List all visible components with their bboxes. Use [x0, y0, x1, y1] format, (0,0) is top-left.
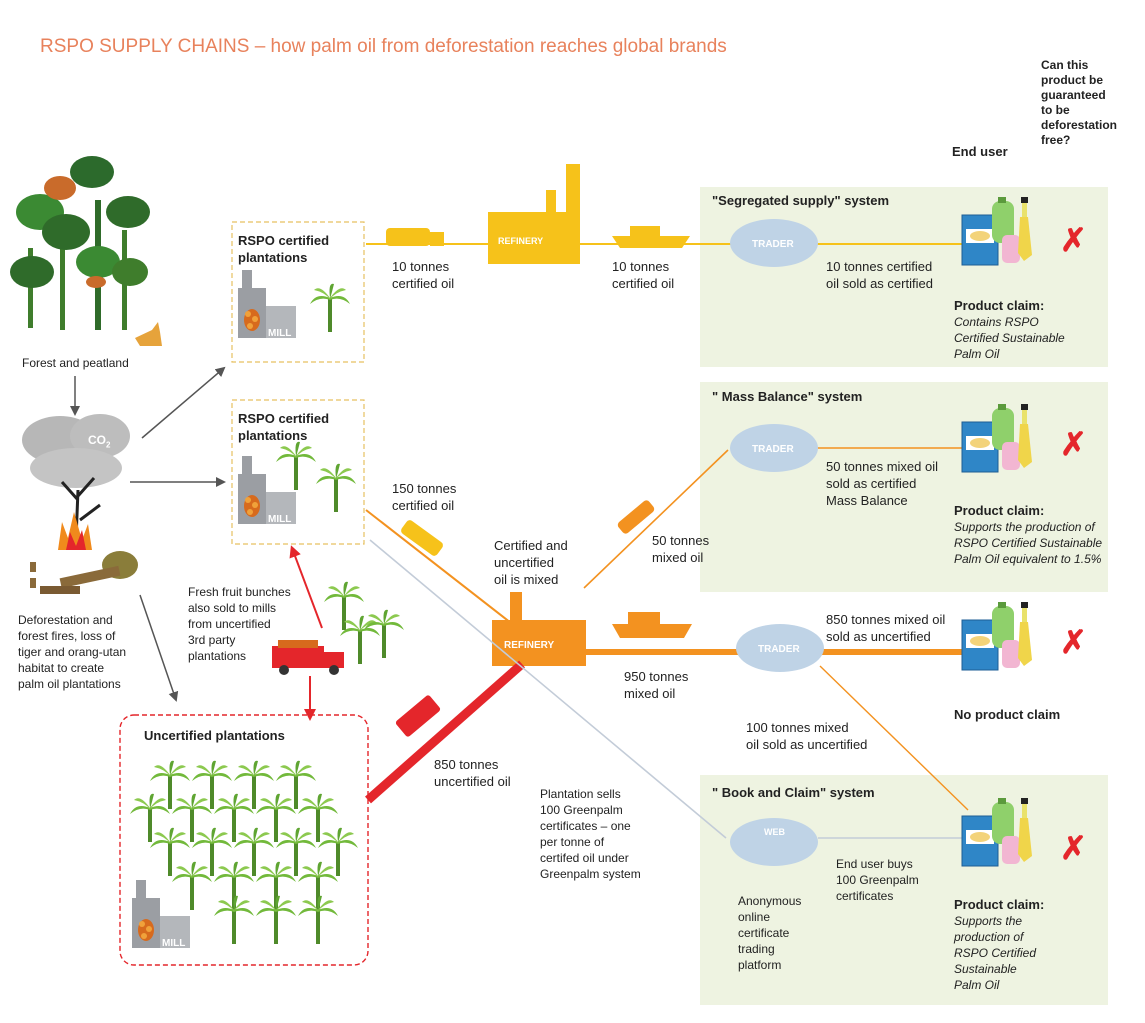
red-truck-icon: [395, 695, 441, 737]
seg-flow-label-b: 10 tonnes certified oil: [612, 259, 675, 291]
cert-plantation-box-1: [231, 221, 365, 363]
mass-balance-panel: [700, 382, 1108, 592]
claim-none: No product claim: [954, 707, 1061, 722]
uncert-850-label: 850 tonnes uncertified oil: [434, 757, 511, 789]
greenpalm-flow-line: [369, 539, 727, 839]
co2-label: CO2: [88, 433, 111, 450]
seg-flow-label-a: 10 tonnes certified oil: [392, 259, 455, 291]
logs-illustration: [30, 551, 138, 594]
claim-book-claim: Supports the production of RSPO Certifie…: [954, 914, 1037, 992]
mill-label: MILL: [268, 328, 292, 339]
uncertified-plantation-box: [119, 714, 369, 966]
co2-cloud: [22, 414, 130, 488]
system-title-mass-balance: " Mass Balance" system: [712, 389, 863, 404]
mixed-50-flow-line: [583, 449, 729, 589]
mixed-note-label: Certified and uncertified oil is mixed: [494, 538, 568, 587]
refinery-yellow: [488, 164, 580, 264]
refinery-label-orange: REFINERY: [504, 640, 555, 651]
palm-tree-icon: [316, 463, 356, 512]
palm-tree-icon: [364, 609, 404, 658]
claim-segregated: Contains RSPO Certified Sustainable Palm…: [954, 315, 1065, 361]
arrow-to-cert-1: [141, 366, 226, 439]
segregated-panel: [700, 187, 1108, 367]
burnt-trees: [58, 477, 101, 550]
trader-label: TRADER: [758, 644, 800, 655]
system-title-segregated: "Segregated supply" system: [712, 193, 890, 208]
cert-150-flow-line: [365, 509, 521, 631]
refinery-label-yellow: REFINERY: [498, 236, 544, 246]
cert-plantation-label-1: RSPO certified plantations: [238, 233, 330, 265]
uncert-850-flow-line: [365, 660, 525, 804]
orange-ship-icon: [612, 612, 692, 638]
mixed-50-label: 50 tonnes mixed oil: [652, 533, 710, 565]
end-user-label: End user: [952, 144, 1008, 159]
forest-illustration: [10, 156, 162, 346]
trader-label: TRADER: [752, 239, 794, 250]
system-title-book-claim: " Book and Claim" system: [712, 785, 875, 800]
claim-heading: Product claim:: [954, 298, 1045, 313]
question-text: Can this product be guaranteed to be def…: [1041, 58, 1118, 147]
product-uncertified: [961, 601, 1033, 671]
cert-plantation-box-2: [231, 399, 365, 545]
yellow-truck-icon: [386, 228, 444, 246]
seg-flow-label-c: 10 tonnes certified oil sold as certifie…: [826, 259, 933, 291]
greenpalm-label: Plantation sells 100 Greenpalm certifica…: [540, 787, 641, 881]
mill-label: MILL: [162, 938, 186, 949]
fruit-truck-icon: [272, 640, 344, 675]
arrow-to-uncertified: [139, 594, 179, 702]
cross-icon: ✗: [1060, 222, 1087, 258]
mass-balance-sold-label: 50 tonnes mixed oil sold as certified Ma…: [826, 459, 939, 508]
uncert-sold-100-label: 100 tonnes mixed oil sold as uncertified: [746, 720, 868, 752]
uncert-100-flow-line: [819, 665, 969, 811]
claim-heading: Product claim:: [954, 503, 1045, 518]
trader-label: TRADER: [752, 444, 794, 455]
fresh-fruit-label: Fresh fruit bunches also sold to mills f…: [188, 585, 291, 663]
arrow-fruit-to-mill: [289, 545, 323, 629]
cross-icon: ✗: [1060, 624, 1087, 660]
anon-platform-label: Anonymous online certificate trading pla…: [738, 894, 802, 972]
yellow-ship-icon: [612, 226, 690, 248]
forest-label: Forest and peatland: [22, 356, 129, 370]
yellow-truck-icon: [401, 520, 443, 556]
end-user-buys-label: End user buys 100 Greenpalm certificates: [836, 857, 919, 903]
cert-plantation-label-2: RSPO certified plantations: [238, 411, 330, 443]
orange-truck-icon: [617, 500, 655, 534]
claim-heading: Product claim:: [954, 897, 1045, 912]
cert-150-label: 150 tonnes certified oil: [392, 481, 457, 513]
mill-label: MILL: [268, 514, 292, 525]
book-claim-panel: [700, 775, 1108, 1005]
platform-label: WEB: [764, 827, 785, 837]
page-title: RSPO SUPPLY CHAINS – how palm oil from d…: [40, 36, 727, 57]
claim-mass-balance: Supports the production of RSPO Certifie…: [954, 520, 1103, 566]
cross-icon: ✗: [1060, 426, 1087, 462]
deforestation-label: Deforestation and forest fires, loss of …: [18, 613, 127, 691]
uncert-sold-850-label: 850 tonnes mixed oil sold as uncertified: [826, 612, 946, 644]
uncertified-plantation-label: Uncertified plantations: [144, 728, 285, 743]
cross-icon: ✗: [1060, 830, 1087, 866]
palm-tree-icon: [276, 441, 316, 490]
palm-tree-icon: [310, 283, 350, 332]
refinery-orange: [492, 592, 586, 666]
palm-tree-icon: [324, 581, 364, 630]
mixed-950-label: 950 tonnes mixed oil: [624, 669, 689, 701]
